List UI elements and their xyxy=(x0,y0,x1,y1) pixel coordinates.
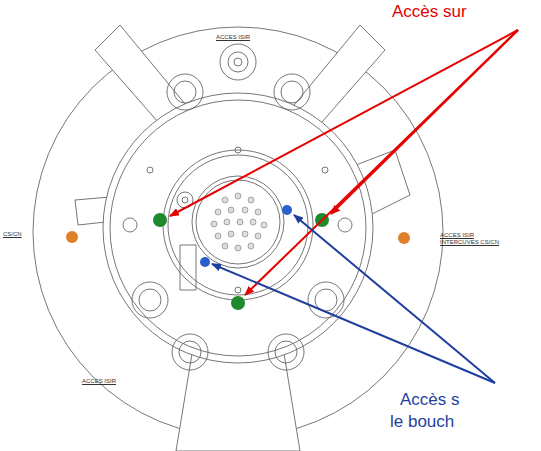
access-label: ACCES ISIR xyxy=(82,378,116,385)
callout-text: Accès s xyxy=(400,390,460,410)
callout-text: le bouch xyxy=(390,412,454,432)
callout-text: Accès sur xyxy=(392,2,467,22)
access-label: CS/CN xyxy=(3,231,22,238)
access-label: ACCES ISIR INTERCUVES CS/CN xyxy=(440,232,500,246)
access-label: ACCES ISIR xyxy=(216,34,250,41)
